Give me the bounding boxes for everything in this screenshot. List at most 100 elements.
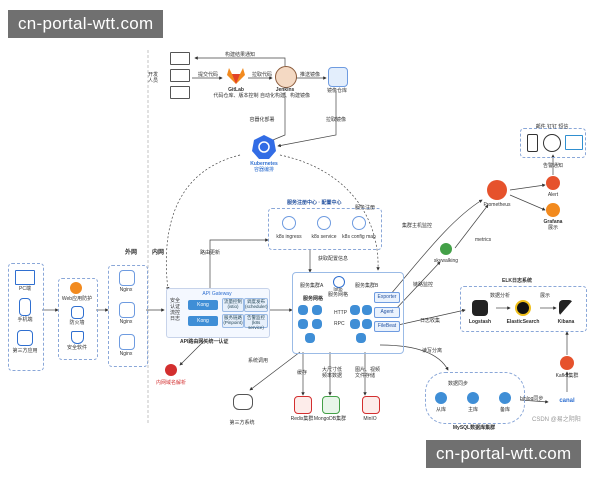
service-monitor-cell: 服务链路 (Pinpoint) — [222, 314, 244, 328]
third-system-icon — [233, 394, 253, 410]
istio-label: Istio — [333, 287, 343, 293]
watermark-bottom: cn-portal-wtt.com — [426, 440, 582, 468]
service-node-icon[interactable] — [362, 319, 372, 329]
log-collect-label: 日志收集 — [420, 318, 441, 324]
kubernetes-desc: 容器编排 — [253, 167, 275, 173]
master2-label: 主库 — [467, 407, 479, 413]
rw-split-label: 读写分离 — [422, 348, 443, 354]
dns-icon — [165, 364, 177, 376]
cloud-icon — [317, 216, 331, 230]
ratelimit-label: 流控 — [170, 310, 181, 316]
monitor-icon — [170, 69, 190, 82]
service-node-icon[interactable] — [350, 319, 360, 329]
gitlab-icon — [227, 68, 245, 84]
monitor-icon — [170, 86, 190, 99]
svc-cluster-a-label: 服务集群A — [300, 283, 324, 289]
istio-icon — [333, 276, 345, 288]
filebeat-pill[interactable]: FileBeat — [374, 321, 400, 332]
svc-reg-label: 服务注册 — [355, 205, 376, 211]
service-node-icon[interactable] — [356, 333, 366, 343]
elasticsearch-label: ElasticSearch — [506, 319, 540, 325]
flow-control-cell: 流量控制 (istio) — [222, 298, 244, 312]
cloud-icon — [282, 216, 296, 230]
chat-icon — [543, 134, 561, 152]
api-gateway-title: API Gateway — [202, 291, 232, 297]
elk-title: ELK日志系统 — [502, 278, 533, 284]
k8s-ingress-label: k8s ingress — [276, 234, 302, 240]
mongodb-label: MongoDB集群 — [313, 416, 347, 422]
nginx-icon[interactable] — [119, 302, 135, 318]
alert-icon — [546, 176, 560, 190]
route-update-label: 路由更新 — [200, 250, 221, 256]
alert-sys-label: 告警监控 — [247, 315, 265, 320]
push-image-label: 推送镜像 — [299, 72, 321, 78]
jenkins-title: Jenkins — [275, 87, 295, 93]
firewall-icon — [71, 306, 84, 319]
nginx-label-2: Nginx — [119, 319, 133, 325]
nginx-icon[interactable] — [119, 270, 135, 286]
service-node-icon[interactable] — [312, 305, 322, 315]
k8s-configmap-label: k8s config map — [342, 234, 376, 240]
file-store-label: 图片、视频 文件存储 — [355, 367, 381, 379]
service-monitor-en: (Pinpoint) — [223, 320, 243, 325]
kubernetes-icon — [252, 135, 276, 159]
elasticsearch-icon — [515, 300, 531, 316]
gitlab-title: GitLab — [228, 87, 244, 93]
service-monitor-label: 服务链路 — [224, 315, 242, 320]
kong-node-2[interactable]: Kong — [188, 316, 218, 326]
k8s-service-card[interactable]: k8s service — [308, 214, 340, 244]
minio-label: MinIO — [363, 416, 377, 422]
alert-sys-cell: 告警监控 (k8s service) — [244, 314, 268, 330]
link-monitor-label: 链路监控 — [413, 282, 434, 288]
mobile-label: 手机端 — [17, 317, 33, 323]
data-sync-label: 数据同步 — [447, 381, 469, 387]
metrics-label: metrics — [475, 237, 492, 243]
service-node-icon[interactable] — [305, 333, 315, 343]
mobile-icon — [19, 298, 31, 316]
cluster-monitor-label: 集群主机监控 — [402, 223, 433, 229]
display-label: 展示 — [540, 293, 551, 299]
log-label: 日志 — [170, 316, 181, 322]
minio-icon — [362, 396, 380, 414]
monitor-icon — [170, 52, 190, 65]
service-node-icon[interactable] — [298, 319, 308, 329]
service-node-icon[interactable] — [298, 305, 308, 315]
kafka-label: Kafka集群 — [555, 373, 579, 379]
registry-icon — [328, 67, 348, 87]
firewall-label: 防火墙 — [69, 320, 85, 326]
waf-label: Web应用防护 — [61, 296, 93, 302]
scheduling-en: (scheduler) — [245, 304, 268, 309]
logstash-icon — [472, 300, 488, 316]
redis-label: Redis集群 — [290, 416, 314, 422]
commit-code-label: 提交代码 — [197, 72, 219, 78]
svc-cluster-b-label: 服务集群B — [355, 283, 379, 289]
k8s-configmap-card[interactable]: k8s config map — [342, 214, 376, 244]
k8s-ingress-card[interactable]: k8s ingress — [273, 214, 305, 244]
mongodb-icon — [322, 396, 340, 414]
alert-label: Alert — [547, 192, 559, 198]
master3-label: 备库 — [499, 407, 511, 413]
svc-cluster-b-nodes — [350, 305, 374, 347]
kong-node-1[interactable]: Kong — [188, 300, 218, 310]
shield-icon — [71, 331, 84, 344]
kafka-icon — [560, 356, 574, 370]
prometheus-icon — [487, 180, 507, 200]
svc-center-title: 服务注册中心 · 配置中心 — [287, 200, 342, 206]
security-label: 安全 — [170, 298, 181, 304]
clients-box — [8, 263, 44, 371]
internal-net-label: 内网 — [152, 250, 165, 256]
flow-control-en: (istio) — [227, 304, 239, 309]
agent-pill[interactable]: Agent — [374, 307, 400, 318]
service-node-icon[interactable] — [312, 319, 322, 329]
data-analysis-label: 数据分析 — [490, 293, 511, 299]
grafana-desc: 展示 — [547, 225, 559, 231]
scheduling-cell: 调度发布 (scheduler) — [244, 298, 268, 312]
third-party-label: 第三方应用 — [12, 348, 38, 354]
service-node-icon[interactable] — [350, 305, 360, 315]
exporter-pill[interactable]: Exporter — [374, 292, 400, 303]
watermark-top: cn-portal-wtt.com — [8, 10, 164, 38]
service-node-icon[interactable] — [362, 305, 372, 315]
nginx-icon[interactable] — [119, 334, 135, 350]
security-box — [58, 278, 98, 360]
external-net-label: 外网 — [125, 250, 138, 256]
